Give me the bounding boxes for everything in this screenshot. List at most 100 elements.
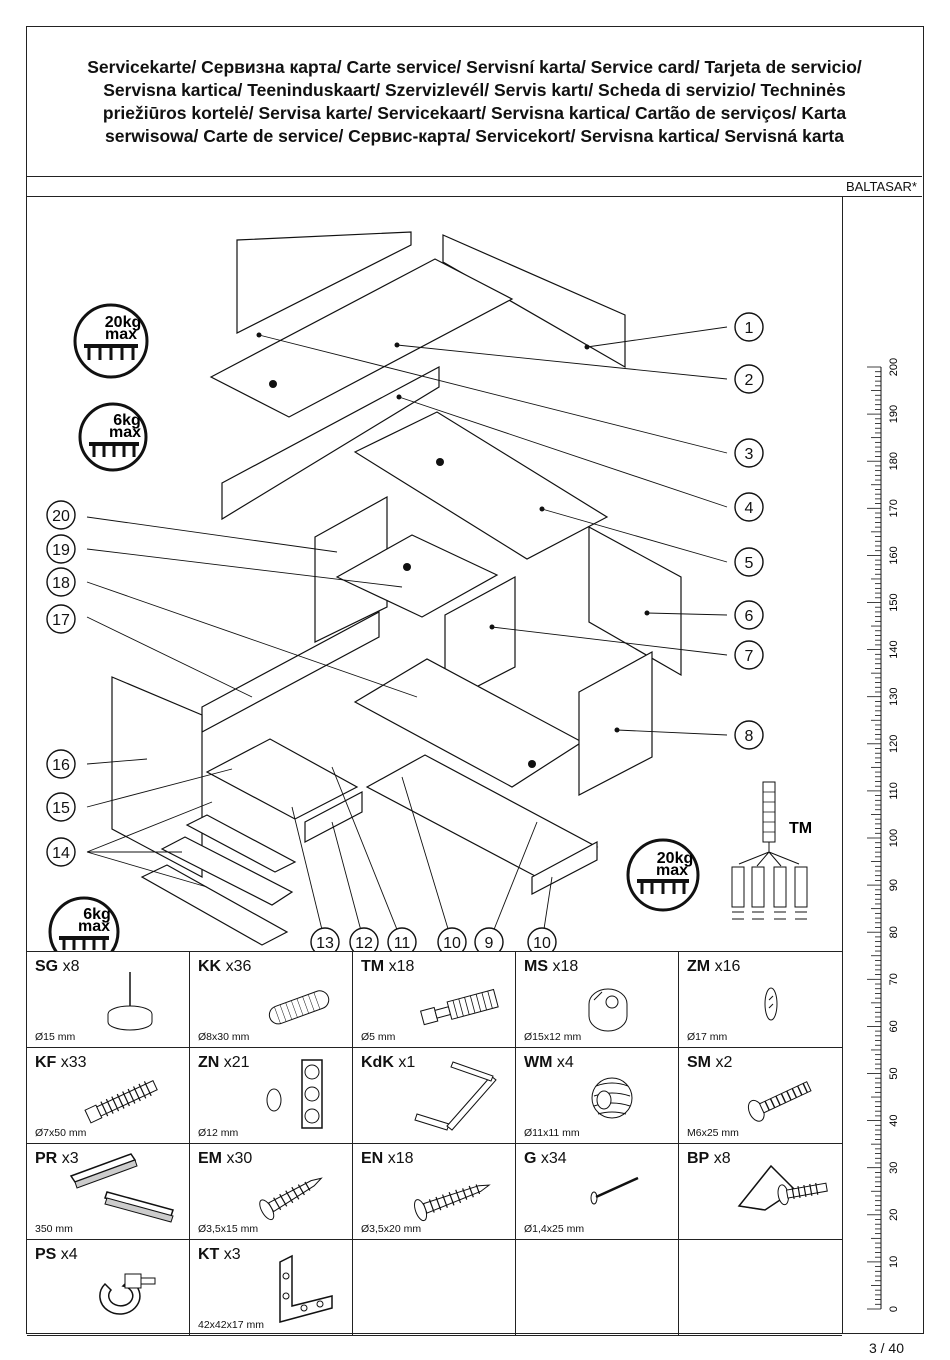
part-dimension: Ø1,4x25 mm xyxy=(524,1223,585,1235)
part-cell-tm: TM x18 Ø5 mm xyxy=(353,952,516,1048)
part-cell-empty xyxy=(679,1240,842,1336)
title-line: Servisna kartica/ Teeninduskaart/ Szervi… xyxy=(103,79,846,100)
part-qty: x3 xyxy=(61,1150,79,1167)
callout-layer: 1 2 3 4 5 6 7 8 9 10 10 11 12 13 14 15 1… xyxy=(46,303,812,951)
load-unit: max xyxy=(109,424,141,441)
part-dimension: Ø8x30 mm xyxy=(198,1031,250,1043)
drawer-part-15 xyxy=(185,814,297,873)
callout-number: 11 xyxy=(394,935,411,951)
part-cell-zn: ZN x21 Ø12 mm xyxy=(190,1048,353,1144)
ruler-label: 120 xyxy=(888,735,900,753)
part-code: KT xyxy=(198,1246,220,1263)
cap-sticker-icon xyxy=(266,1059,323,1129)
panel-part-4 xyxy=(221,365,440,521)
part-cell-en: EN x18 Ø3,5x20 mm xyxy=(353,1144,516,1240)
part-code: KK xyxy=(198,958,222,975)
confirmat-screw-icon xyxy=(84,1080,158,1124)
ruler-label: 40 xyxy=(888,1114,900,1126)
part-qty: x4 xyxy=(556,1054,574,1071)
threaded-insert-icon xyxy=(591,1077,633,1119)
part-code: EM xyxy=(198,1150,222,1167)
panel-part-2 xyxy=(209,258,514,418)
load-badge: 20kg max xyxy=(626,838,700,912)
model-bar: BALTASAR* xyxy=(27,177,922,197)
part-cell-empty xyxy=(516,1240,679,1336)
callout-number: 19 xyxy=(52,542,70,559)
part-code: WM xyxy=(524,1054,553,1071)
callout-circle xyxy=(734,640,764,670)
load-badge: 6kg max xyxy=(78,402,148,472)
drawer-side-12 xyxy=(304,791,363,843)
part-cell-kdk: KdK x1 xyxy=(353,1048,516,1144)
callout-number: 10 xyxy=(533,935,551,951)
ruler-label: 200 xyxy=(888,358,900,376)
drawer-top xyxy=(205,738,359,820)
ruler-label: 150 xyxy=(888,593,900,611)
ruler-label: 160 xyxy=(888,546,900,564)
part-qty: x18 xyxy=(552,958,579,975)
part-code: KF xyxy=(35,1054,57,1071)
drawer-runner-icon xyxy=(69,1153,174,1223)
title-line: serwisowa/ Carte de service/ Сервис-карт… xyxy=(104,125,844,146)
part-dimension: Ø12 mm xyxy=(198,1127,239,1139)
cam-lock-icon xyxy=(588,988,628,1032)
part-qty: x33 xyxy=(60,1054,87,1071)
callout-circle xyxy=(349,927,379,951)
ruler-label: 80 xyxy=(888,926,900,938)
part-code: PR xyxy=(35,1150,58,1167)
part-dimension: Ø15 mm xyxy=(35,1031,76,1043)
panel-part-3 xyxy=(236,231,412,334)
part-dots xyxy=(256,332,650,768)
nail-icon xyxy=(590,1176,639,1205)
part-dimension: 42x42x17 mm xyxy=(198,1319,264,1331)
wooden-dowel-icon xyxy=(268,990,330,1025)
title-line: priežiūros kortelė/ Servisa karte/ Servi… xyxy=(102,102,847,123)
part-dimension: Ø11x11 mm xyxy=(524,1127,580,1139)
part-qty: x18 xyxy=(388,958,415,975)
load-weight: 6kg xyxy=(113,412,141,429)
callout-circle xyxy=(734,364,764,394)
callout-circle xyxy=(734,438,764,468)
glide-nail-icon xyxy=(107,972,153,1031)
cam-bolt-icon xyxy=(420,988,499,1026)
tm-label: TM xyxy=(789,820,812,837)
exploded-diagram-svg xyxy=(86,231,728,946)
ruler-label: 190 xyxy=(888,405,900,423)
ruler-label: 140 xyxy=(888,640,900,658)
load-badge: 20kg max xyxy=(73,303,149,379)
panel-part-1 xyxy=(442,234,626,369)
callout-number: 1 xyxy=(745,320,754,337)
callout-number: 16 xyxy=(52,757,70,774)
part-qty: x36 xyxy=(225,958,252,975)
callout-circle xyxy=(734,547,764,577)
angle-bracket-icon xyxy=(279,1254,333,1323)
part-cell-ms: MS x18 Ø15x12 mm xyxy=(516,952,679,1048)
callout-number: 14 xyxy=(52,845,70,862)
ruler-label: 60 xyxy=(888,1020,900,1032)
part-code: SM xyxy=(687,1054,711,1071)
page-title: Servicekarte/ Сервизна карта/ Carte serv… xyxy=(87,56,862,148)
part-qty: x3 xyxy=(223,1246,241,1263)
callout-circle xyxy=(387,927,417,951)
panel-part-16 xyxy=(111,676,203,878)
hardware-parts-grid: SG x8 Ø15 mm KK x36 Ø8x30 mm TM x18 xyxy=(27,951,842,1336)
drawer-bottom xyxy=(140,864,289,946)
part-qty: x30 xyxy=(226,1150,253,1167)
callout-circle xyxy=(46,837,76,867)
part-cell-ps: PS x4 xyxy=(27,1240,190,1336)
part-dimension: Ø17 mm xyxy=(687,1031,728,1043)
part-code: G xyxy=(524,1150,537,1167)
part-code: TM xyxy=(361,958,385,975)
ruler-label: 20 xyxy=(888,1209,900,1221)
callout-circle xyxy=(310,927,340,951)
drawer-middle xyxy=(160,836,294,906)
part-code: MS xyxy=(524,958,548,975)
callout-number: 15 xyxy=(52,800,70,817)
part-code: PS xyxy=(35,1246,57,1263)
ruler-label: 180 xyxy=(888,452,900,470)
part-cell-empty xyxy=(353,1240,516,1336)
load-badge: 6kg max xyxy=(48,896,120,951)
part-code: ZM xyxy=(687,958,711,975)
ruler-label: 50 xyxy=(888,1067,900,1079)
part-cell-kt: KT x3 42x42x17 mm xyxy=(190,1240,353,1336)
